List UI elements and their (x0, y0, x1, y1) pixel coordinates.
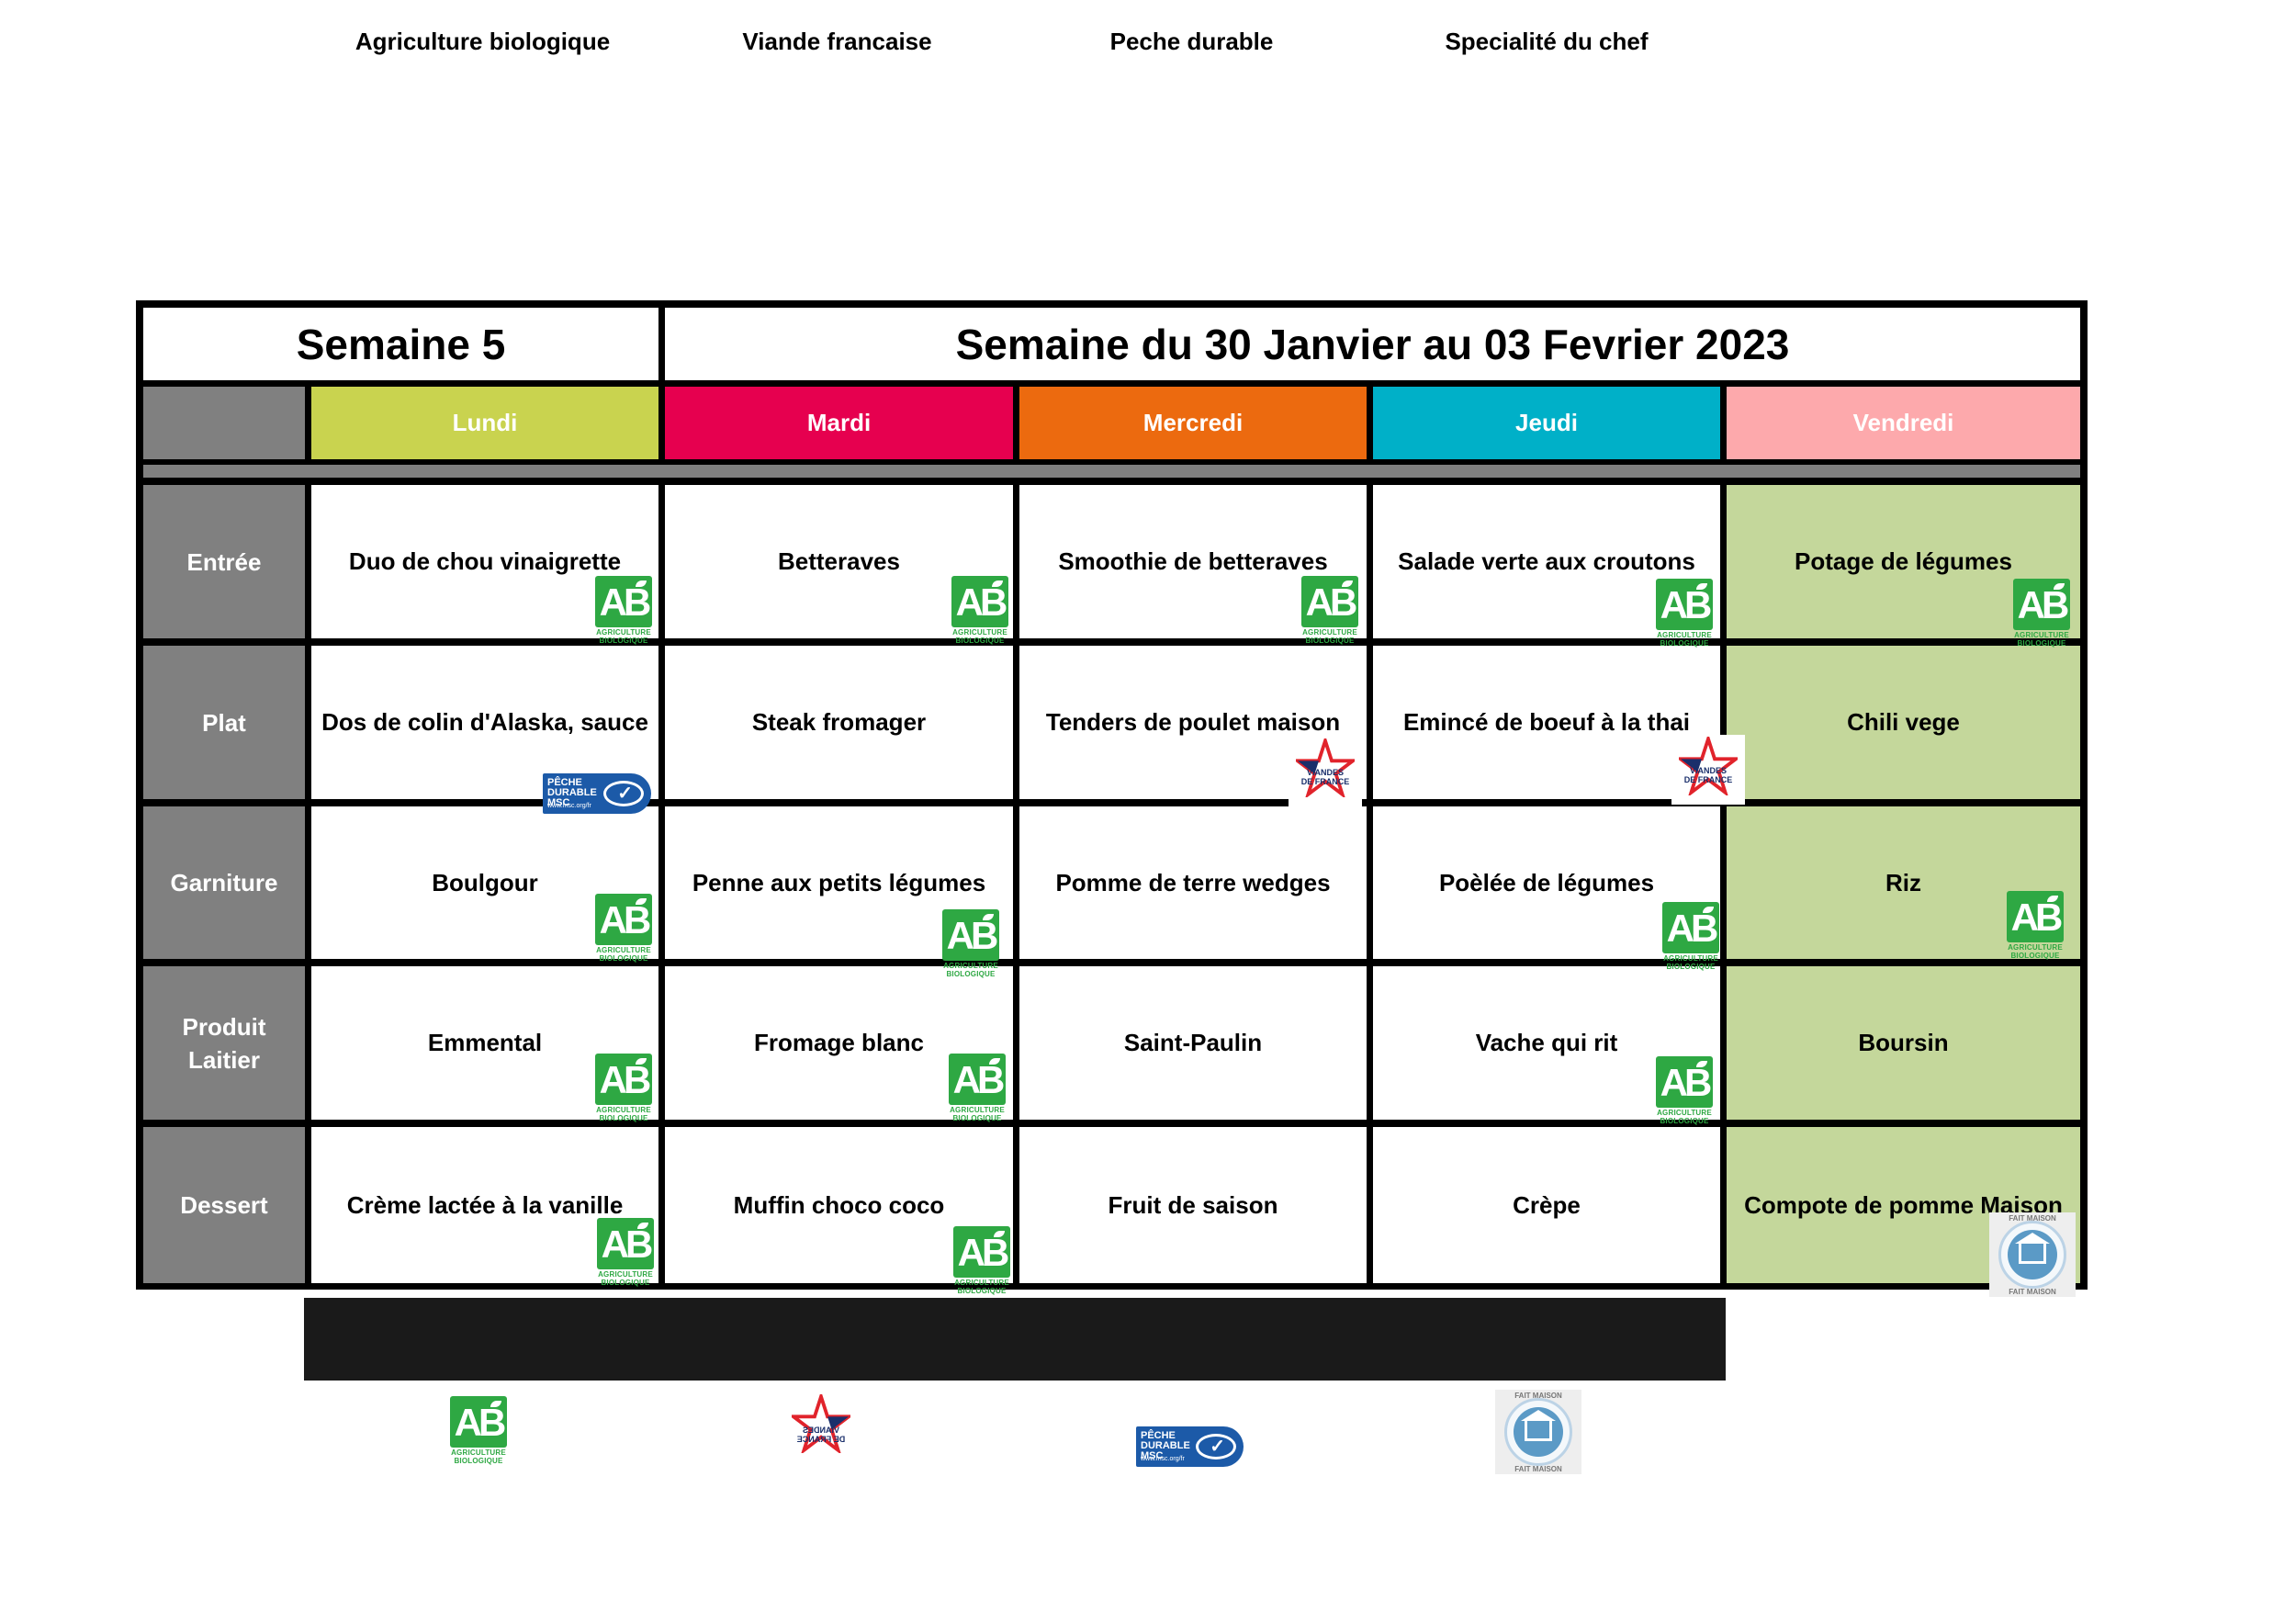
legend-ab: Agriculture biologique (307, 3, 658, 80)
row-label-garniture: Garniture (143, 806, 305, 959)
meal-cell: Fruit de saison (1019, 1127, 1367, 1283)
meal-cell: Emincé de boeuf à la thai (1373, 646, 1720, 799)
day-header-lundi: Lundi (311, 387, 658, 459)
day-header-mercredi: Mercredi (1019, 387, 1367, 459)
row-label-plat: Plat (143, 646, 305, 799)
meal-cell: Dos de colin d'Alaska, sauce (311, 646, 658, 799)
corner-cell (143, 387, 305, 459)
fait-maison-icon: FAIT MAISON FAIT MAISON (1989, 1212, 2076, 1297)
legend-chef: Specialité du chef (1370, 3, 1723, 80)
row-label-entree: Entrée (143, 485, 305, 638)
meal-cell: Crèpe (1373, 1127, 1720, 1283)
legend-peche: Peche durable (1016, 3, 1367, 80)
meal-cell: Potage de légumes (1727, 485, 2080, 638)
row-label-dessert: Dessert (143, 1127, 305, 1283)
day-header-vendredi: Vendredi (1727, 387, 2080, 459)
legend-viande: Viande francaise (661, 3, 1013, 80)
meal-cell: Boursin (1727, 966, 2080, 1120)
day-header-mardi: Mardi (665, 387, 1013, 459)
week-range-title: Semaine du 30 Janvier au 03 Fevrier 2023 (665, 308, 2080, 380)
separator-band (143, 465, 2080, 478)
meal-cell: Chili vege (1727, 646, 2080, 799)
meal-cell: Compote de pomme Maison (1727, 1127, 2080, 1283)
legend-table (304, 1298, 1726, 1381)
fait-maison-icon: FAIT MAISON FAIT MAISON (1495, 1390, 1581, 1474)
day-header-jeudi: Jeudi (1373, 387, 1720, 459)
week-number-title: Semaine 5 (143, 308, 658, 380)
meal-cell: Pomme de terre wedges (1019, 806, 1367, 959)
meal-cell: Steak fromager (665, 646, 1013, 799)
meal-cell: Saint-Paulin (1019, 966, 1367, 1120)
